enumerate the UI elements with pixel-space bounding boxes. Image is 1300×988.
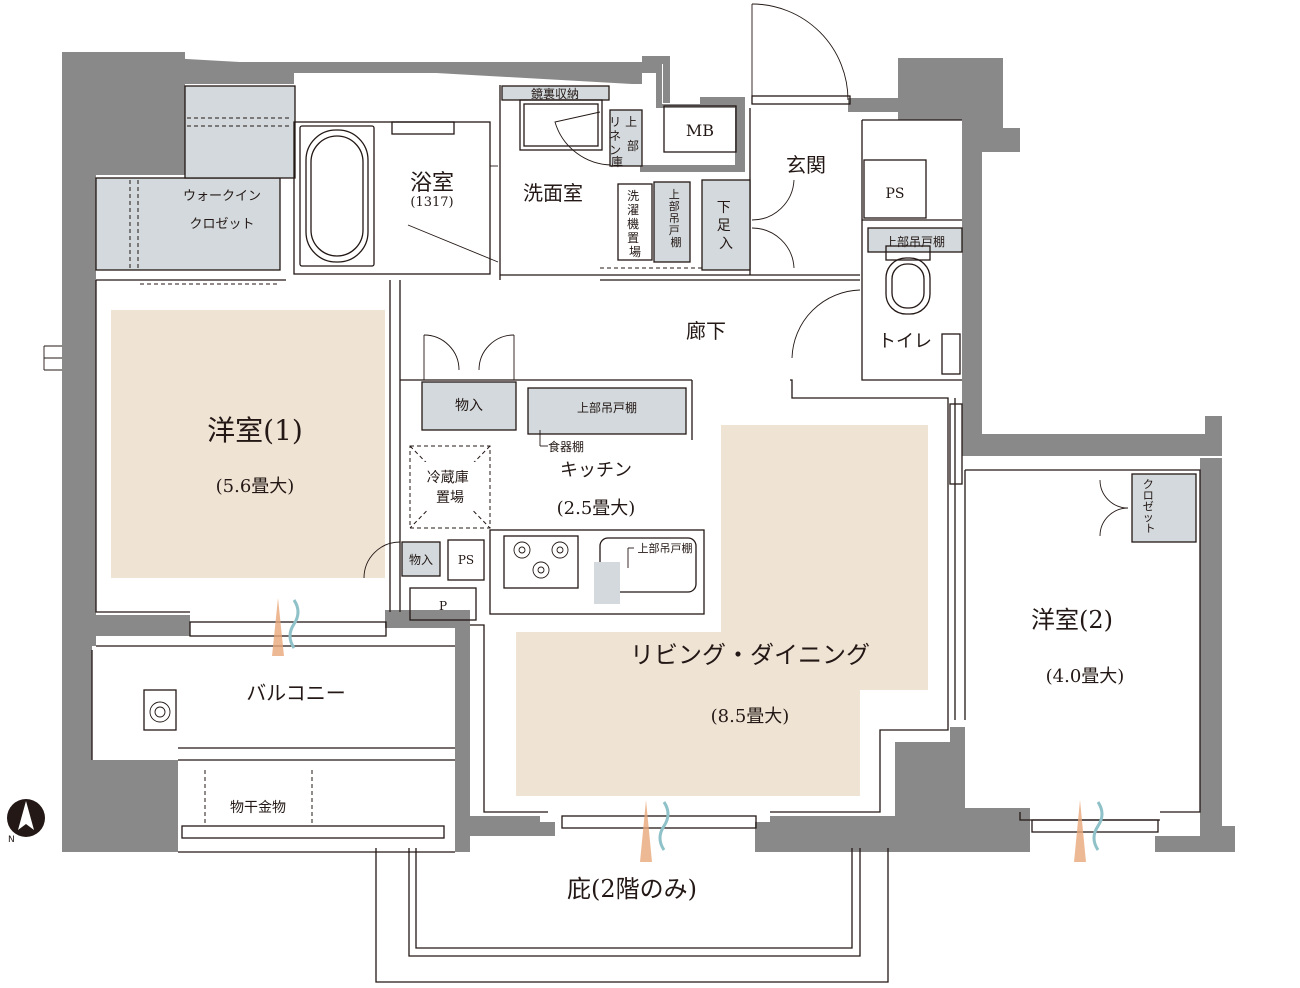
- corridor-label: 廊下: [686, 319, 726, 343]
- upper-storage-small-label: 上 部: [625, 115, 641, 153]
- western-room-1-label: 洋室(1): [207, 414, 303, 447]
- walls: [62, 52, 1235, 852]
- toilet-icon: [885, 245, 931, 315]
- living-dining-size: (8.5畳大): [711, 706, 790, 727]
- bathroom: 浴室 (1317): [293, 121, 499, 275]
- upper-cupboard-sink-label: 上部吊戸棚: [638, 541, 693, 555]
- airflow-icon: [272, 598, 1104, 862]
- upper-cupboard-kitchen-label: 上部吊戸棚: [577, 400, 637, 415]
- washroom: 鏡裏収納 リ ネ ン 庫 上 部 洗面室 洗 濯 機 置 場 上 部 吊 戸: [501, 85, 750, 269]
- living-floor: [516, 425, 928, 796]
- fridge-label: 冷蔵庫 置場: [427, 469, 473, 506]
- toilet-cupboard-label: 上部吊戸棚: [885, 234, 945, 249]
- toilet-room: 上部吊戸棚 トイレ: [791, 227, 963, 375]
- ps-top-label: PS: [885, 186, 904, 202]
- entrance: 下 足 入 玄関: [701, 3, 851, 271]
- storage-1-label: 物入: [455, 398, 483, 414]
- door-swing-icon: [751, 3, 851, 105]
- mirror-storage-label: 鏡裏収納: [531, 86, 579, 101]
- gas-burner-icon: [503, 535, 579, 589]
- walk-in-closet-label-1: ウォークイン: [183, 189, 261, 204]
- room-1-floor: [111, 310, 385, 578]
- walk-in-closet: ウォークイン クロゼット: [95, 85, 296, 285]
- interior-lines: [91, 85, 1201, 983]
- western-room-1-size: (5.6畳大): [216, 476, 295, 497]
- ps-top-box: [863, 159, 927, 219]
- tableware-shelf-label: 食器棚: [548, 439, 584, 454]
- eaves-label: 庇(2階のみ): [567, 875, 697, 903]
- compass-n-label: N: [8, 835, 15, 845]
- closet-label: ク ロ ゼ ッ ト: [1143, 478, 1158, 535]
- bathroom-label: 浴室: [410, 171, 454, 196]
- compass-icon: N: [7, 799, 45, 845]
- toilet-label: トイレ: [878, 331, 932, 352]
- shoe-storage-label: 下 足 入: [717, 200, 735, 252]
- western-room-2-size: (4.0畳大): [1046, 666, 1125, 687]
- washroom-label: 洗面室: [523, 181, 583, 205]
- kitchen-size: (2.5畳大): [557, 498, 636, 519]
- walk-in-closet-label-2: クロゼット: [189, 217, 254, 232]
- kitchen-label: キッチン: [560, 460, 632, 481]
- ps-kitchen-label: PS: [458, 553, 474, 567]
- mb-label: MB: [686, 121, 714, 140]
- living-dining-label: リビング・ダイニング: [630, 641, 870, 669]
- bathtub-icon: [299, 125, 375, 267]
- window-side: [949, 403, 963, 485]
- entrance-label: 玄関: [786, 153, 826, 177]
- laundry-hanger-label: 物干金物: [230, 800, 286, 816]
- left-ticks: [43, 345, 62, 371]
- balcony: バルコニー 物干金物: [143, 621, 445, 839]
- bathroom-size: (1317): [410, 195, 453, 210]
- balcony-label: バルコニー: [246, 681, 346, 705]
- upper-cupboard-vertical-label: 上 部 吊 戸 棚: [669, 188, 684, 249]
- western-room-2: ク ロ ゼ ッ ト 洋室(2) (4.0畳大): [1031, 473, 1197, 687]
- western-room-2-label: 洋室(2): [1031, 606, 1113, 634]
- mb-box: [663, 105, 737, 153]
- storage-2-label: 物入: [409, 553, 433, 567]
- p-label: P: [439, 599, 447, 613]
- drain-icon: [143, 689, 177, 731]
- kitchen-area: 物入 上部吊戸棚 食器棚 冷蔵庫 置場 キッチン (2.5畳大) 物入 PS P: [363, 334, 705, 621]
- window-ld: [561, 815, 757, 829]
- washing-machine-label: 洗 濯 機 置 場: [627, 189, 643, 259]
- linen-storage-label: リ ネ ン 庫: [609, 115, 625, 169]
